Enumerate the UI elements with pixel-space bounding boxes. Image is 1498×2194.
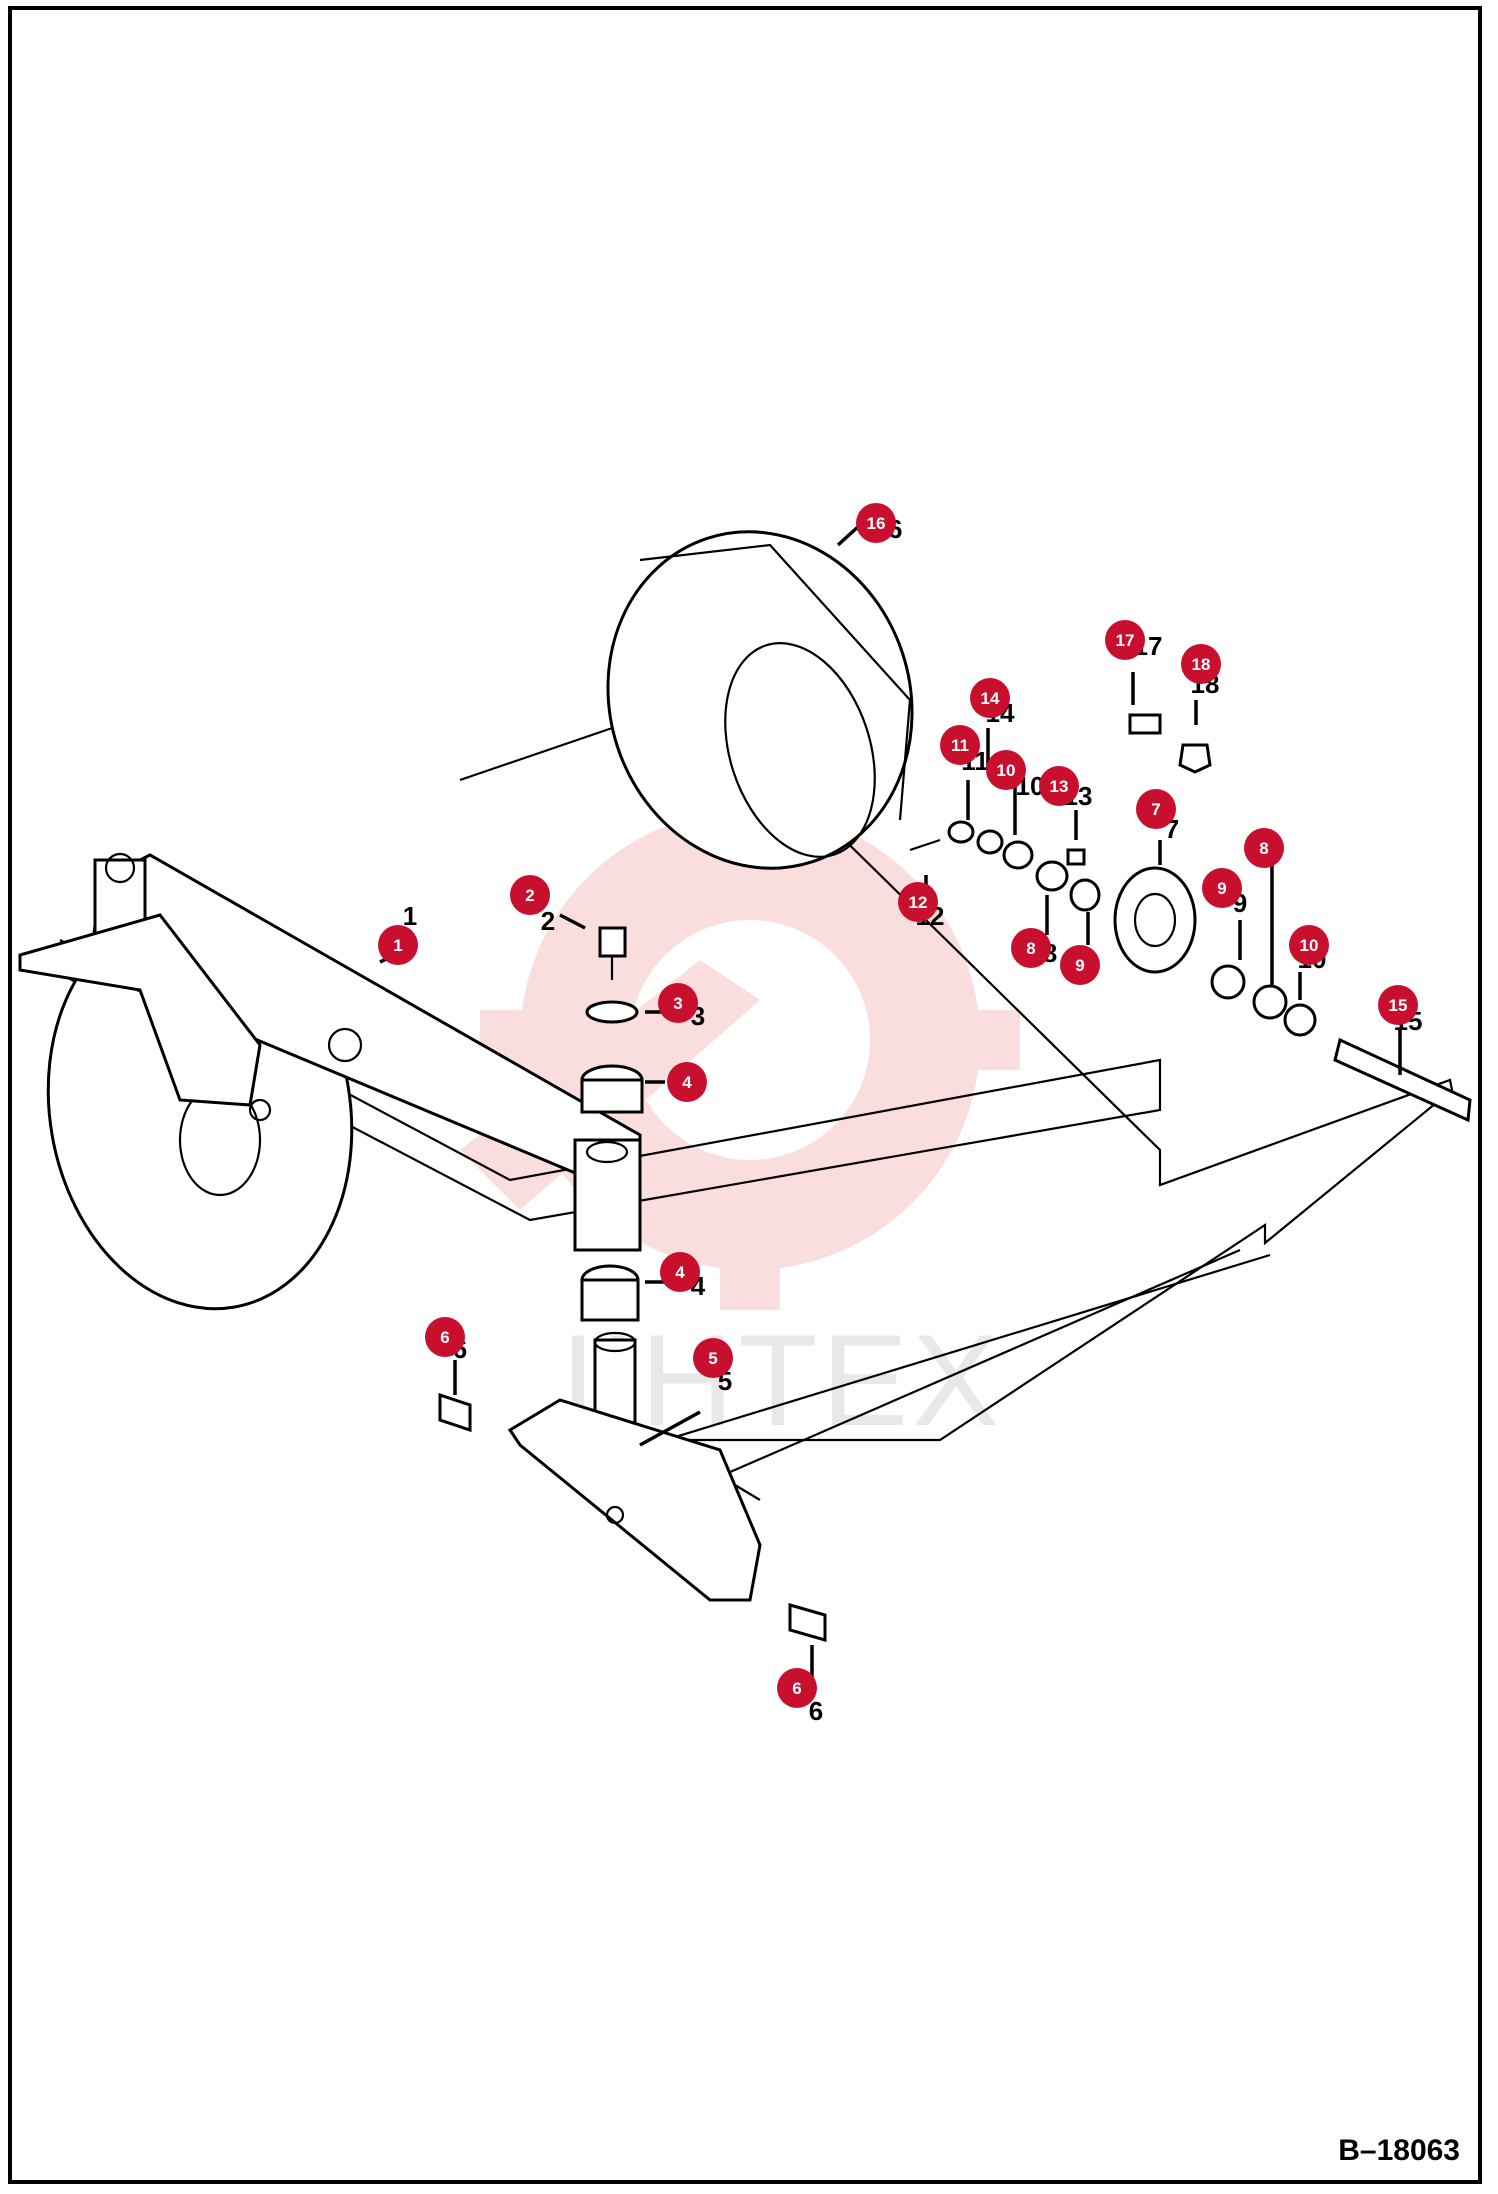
callout-15: 15 [1378, 985, 1418, 1025]
callout-circle [1202, 868, 1242, 908]
callout-number: 12 [909, 893, 928, 912]
callout-number: 4 [675, 1263, 685, 1282]
callout-number: 17 [1116, 631, 1135, 650]
svg-text:1: 1 [403, 901, 417, 931]
spindle-bracket [438, 1331, 827, 1642]
callout-circle [986, 750, 1026, 790]
callout-circle [856, 503, 896, 543]
callout-circle [1378, 985, 1418, 1025]
callout-circle [425, 1317, 465, 1357]
callout-8: 8 [1011, 928, 1051, 968]
callout-circle [510, 875, 550, 915]
callout-11: 11 [940, 725, 980, 765]
callout-number: 6 [792, 1679, 801, 1698]
callout-10: 10 [1289, 925, 1329, 965]
callout-circle [898, 882, 938, 922]
callout-circle [1136, 789, 1176, 829]
callout-number: 3 [673, 994, 682, 1013]
callout-number: 15 [1389, 996, 1408, 1015]
callout-4: 4 [660, 1252, 700, 1292]
callout-10: 10 [986, 750, 1026, 790]
callout-circle [1011, 928, 1051, 968]
callout-9: 9 [1202, 868, 1242, 908]
callout-13: 13 [1039, 766, 1079, 806]
callout-circle [693, 1338, 733, 1378]
callout-16: 16 [856, 503, 896, 543]
callout-14: 14 [970, 678, 1010, 718]
callout-number: 18 [1192, 655, 1211, 674]
callout-number: 10 [1300, 936, 1319, 955]
callout-number: 7 [1151, 800, 1160, 819]
callout-number: 16 [867, 514, 886, 533]
callout-circle [658, 983, 698, 1023]
callout-circle [378, 925, 418, 965]
callout-18: 18 [1181, 644, 1221, 684]
svg-text:6: 6 [809, 1696, 823, 1726]
sheet-border [8, 6, 1482, 2184]
callout-5: 5 [693, 1338, 733, 1378]
swing-arm [18, 852, 642, 1252]
pivot-hardware [580, 926, 644, 1322]
callout-4: 4 [667, 1062, 707, 1102]
tire [606, 530, 914, 870]
callout-circle [940, 725, 980, 765]
callout-9: 9 [1060, 945, 1100, 985]
callout-number: 1 [393, 936, 402, 955]
callout-number: 13 [1050, 777, 1069, 796]
callout-number: 10 [997, 761, 1016, 780]
callout-number: 14 [981, 689, 1000, 708]
callout-number: 2 [525, 886, 534, 905]
callout-12: 12 [898, 882, 938, 922]
callout-3: 3 [658, 983, 698, 1023]
callout-circle [1060, 945, 1100, 985]
callout-circle [1244, 828, 1284, 868]
callout-circle [1181, 644, 1221, 684]
leader-lines [379, 523, 1402, 1680]
callout-number: 8 [1026, 939, 1035, 958]
callout-number: 9 [1217, 879, 1226, 898]
callout-circle [1039, 766, 1079, 806]
hub-assembly [909, 713, 1472, 1123]
callout-number: 9 [1075, 956, 1084, 975]
callout-8: 8 [1244, 828, 1284, 868]
callout-circle [667, 1062, 707, 1102]
drawing-number: B–18063 [1338, 2134, 1460, 2167]
callout-6: 6 [425, 1317, 465, 1357]
svg-text:2: 2 [541, 906, 555, 936]
callout-circle [970, 678, 1010, 718]
callout-number: 4 [682, 1073, 692, 1092]
callout-circle [777, 1668, 817, 1708]
callout-circle [1105, 620, 1145, 660]
callout-number: 8 [1259, 839, 1268, 858]
callout-1: 1 [378, 925, 418, 965]
callout-circle [660, 1252, 700, 1292]
callout-number: 6 [440, 1328, 449, 1347]
callout-number: 11 [951, 736, 969, 755]
callout-17: 17 [1105, 620, 1145, 660]
callout-7: 7 [1136, 789, 1176, 829]
callout-6: 6 [777, 1668, 817, 1708]
callout-number: 5 [708, 1349, 717, 1368]
callout-circle [1289, 925, 1329, 965]
callout-2: 2 [510, 875, 550, 915]
